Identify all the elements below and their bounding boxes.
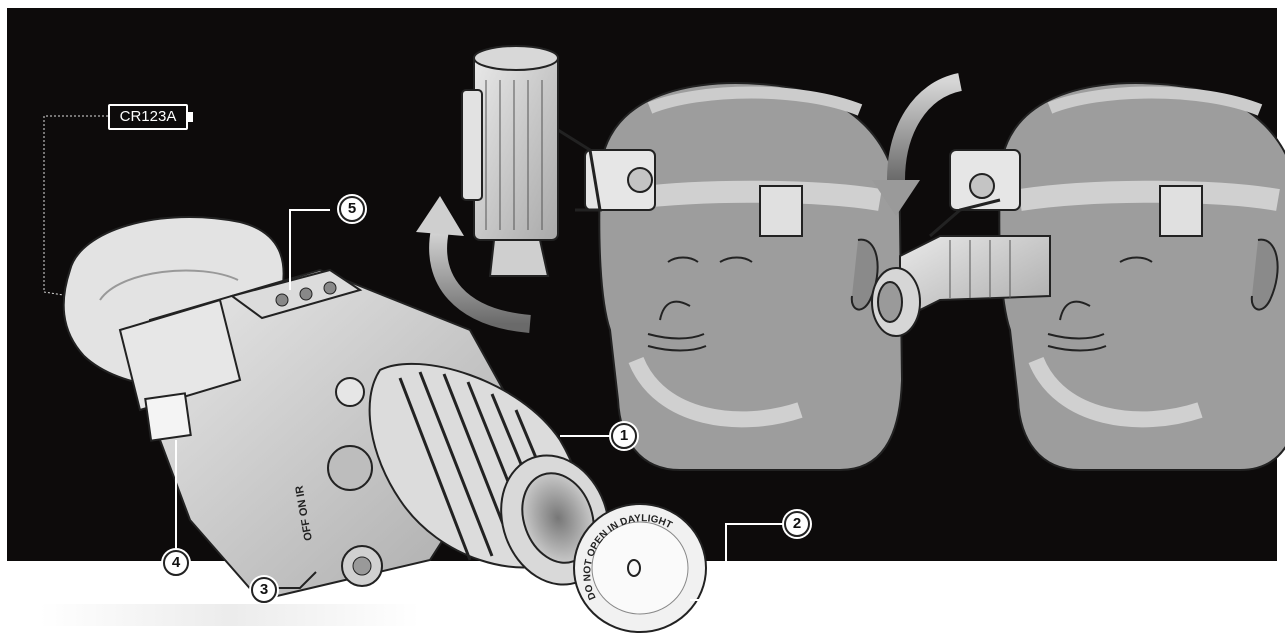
callout-3: 3: [251, 577, 277, 603]
reflection-fade: [40, 604, 420, 626]
lower-arrow-icon: [872, 82, 960, 216]
head-with-goggle-lowered: [872, 83, 1285, 470]
callout-4: 4: [163, 550, 189, 576]
callout-2: 2: [784, 511, 810, 537]
lens-cap: DO NOT OPEN IN DAYLIGHT: [574, 504, 706, 632]
callout-1: 1: [611, 423, 637, 449]
callout-5: 5: [339, 196, 365, 222]
